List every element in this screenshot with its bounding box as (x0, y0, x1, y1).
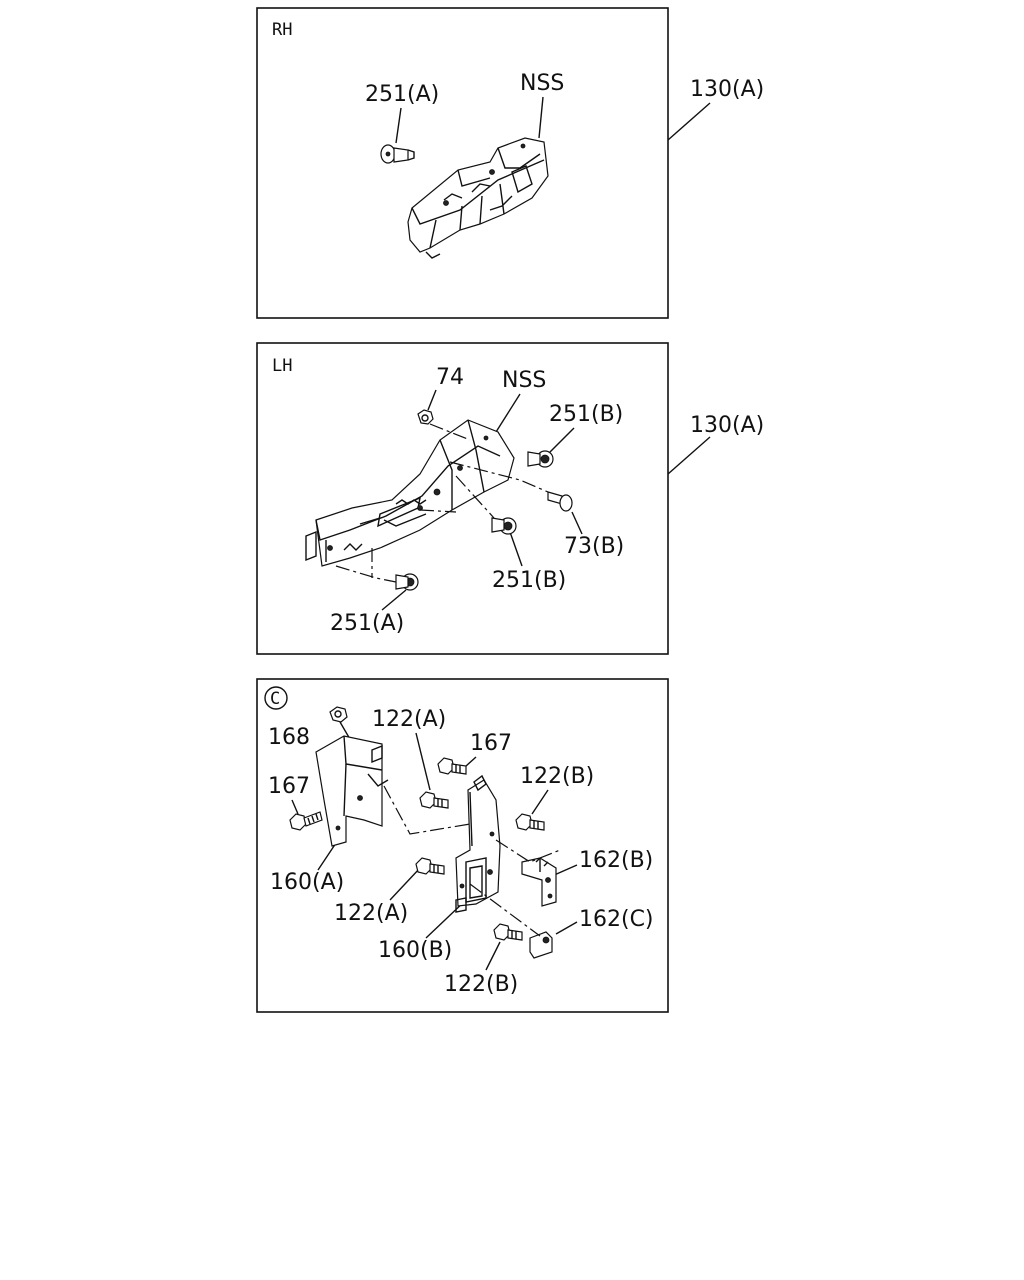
panel-c-title: C (270, 689, 280, 709)
bracket-162c (529, 931, 553, 959)
label-73b: 73(B) (564, 534, 624, 559)
bracket-160a (315, 735, 389, 847)
label-122a-bot: 122(A) (334, 901, 408, 926)
nut-168 (329, 706, 348, 723)
panel-rh: RH 251(A) NSS 13 (256, 7, 764, 319)
label-122a-top: 122(A) (372, 707, 446, 732)
bracket-rh (407, 137, 549, 259)
label-251a-rh: 251(A) (365, 82, 439, 107)
label-74: 74 (436, 365, 464, 390)
label-130a-lh: 130(A) (690, 413, 764, 438)
label-251a-lh: 251(A) (330, 611, 404, 636)
label-160a: 160(A) (270, 870, 344, 895)
panel-rh-title: RH (272, 20, 292, 40)
label-122b-top: 122(B) (520, 764, 594, 789)
bracket-160b (455, 774, 501, 913)
bolt-73b (547, 491, 573, 512)
label-162c: 162(C) (579, 907, 654, 932)
label-160b: 160(B) (378, 938, 452, 963)
bolt-122b-bot (493, 923, 523, 941)
label-251b-top: 251(B) (549, 402, 623, 427)
bolt-167-left (289, 811, 323, 831)
clip-251b-bot (491, 517, 517, 535)
panel-lh-title: LH (272, 356, 292, 376)
label-nss-rh: NSS (520, 71, 564, 96)
label-162b: 162(B) (579, 848, 653, 873)
panel-lh: LH 74 NSS 251(B) 73(B) 251(B) 251(A) (256, 342, 764, 655)
panel-c-title-circle (264, 686, 288, 710)
label-nss-lh: NSS (502, 368, 546, 393)
bolt-122b-top (515, 813, 545, 831)
label-167-left: 167 (268, 774, 310, 799)
bracket-162b (521, 857, 557, 907)
label-251b-bot: 251(B) (492, 568, 566, 593)
clip-251a-lh (395, 573, 419, 591)
panel-c: C 168 122(A) 167 122(B) 167 162(B) 160(A… (256, 678, 669, 1013)
label-168: 168 (268, 725, 310, 750)
label-130a-rh: 130(A) (690, 77, 764, 102)
bolt-122a-top (419, 791, 449, 809)
nut-74 (417, 409, 434, 425)
bolt-167-top (437, 757, 467, 775)
label-122b-bot: 122(B) (444, 972, 518, 997)
bolt-122a-bot (415, 857, 445, 875)
clip-251a-rh (380, 144, 415, 164)
label-167-top: 167 (470, 731, 512, 756)
clip-251b-top (527, 450, 554, 468)
bracket-lh (305, 419, 515, 567)
